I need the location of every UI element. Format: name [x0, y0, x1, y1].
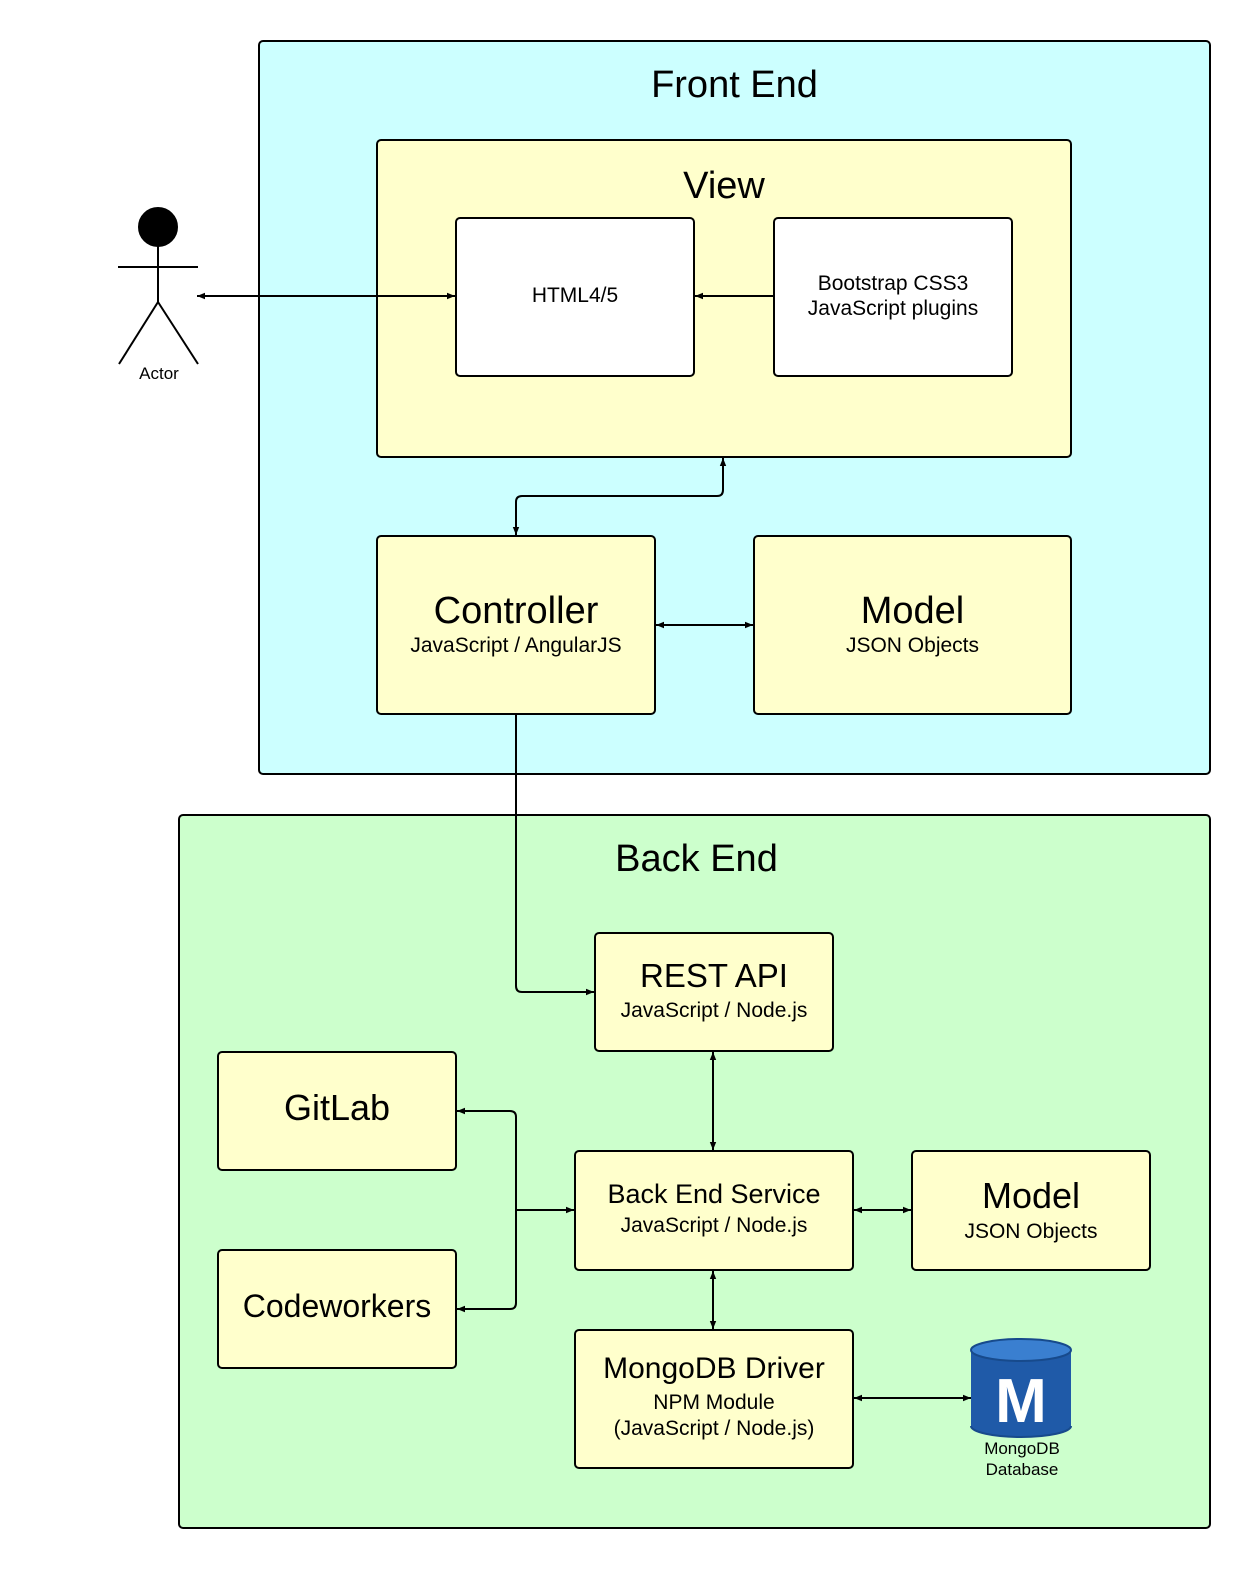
- back-end-title: Back End: [615, 838, 778, 880]
- mongodb-m-letter: M: [995, 1367, 1047, 1436]
- service-subtitle: JavaScript / Node.js: [620, 1214, 808, 1237]
- view-title: View: [683, 165, 765, 207]
- service-gitlab-arrow: [457, 1107, 574, 1211]
- back-model-box: Model JSON Objects: [911, 1150, 1151, 1271]
- gitlab-title: GitLab: [283, 1087, 391, 1128]
- bootstrap-line1: Bootstrap CSS3: [817, 272, 969, 295]
- rest-api-subtitle: JavaScript / Node.js: [620, 999, 808, 1022]
- back-model-title: Model: [981, 1175, 1081, 1216]
- rest-api-box: REST API JavaScript / Node.js: [594, 932, 834, 1052]
- back-end-service-box: Back End Service JavaScript / Node.js: [574, 1150, 854, 1271]
- driver-line2: NPM Module: [653, 1391, 775, 1414]
- gitlab-box: GitLab: [217, 1051, 457, 1171]
- driver-line3: (JavaScript / Node.js): [613, 1417, 815, 1440]
- driver-title: MongoDB Driver: [603, 1352, 825, 1385]
- codeworkers-box: Codeworkers: [217, 1249, 457, 1369]
- front-model-subtitle: JSON Objects: [845, 634, 980, 657]
- service-title: Back End Service: [607, 1179, 821, 1209]
- bootstrap-line2: JavaScript plugins: [807, 297, 979, 320]
- rest-api-title: REST API: [640, 957, 788, 994]
- html-label: HTML4/5: [531, 284, 619, 307]
- actor-figure: [118, 207, 199, 365]
- codeworkers-title: Codeworkers: [242, 1288, 432, 1324]
- mongodb-database-icon: M: [970, 1338, 1072, 1438]
- front-end-title: Front End: [651, 64, 818, 106]
- back-model-subtitle: JSON Objects: [964, 1220, 1098, 1243]
- db-label-line1: MongoDB: [984, 1439, 1060, 1458]
- bootstrap-box: Bootstrap CSS3 JavaScript plugins: [773, 217, 1013, 377]
- controller-box: Controller JavaScript / AngularJS: [376, 535, 656, 715]
- view-controller-arrow: [512, 458, 727, 535]
- db-label-line2: Database: [985, 1460, 1059, 1480]
- front-model-title: Model: [860, 590, 965, 632]
- controller-rest-arrow: [515, 715, 594, 996]
- controller-title: Controller: [433, 590, 599, 632]
- service-codeworkers-arrow: [457, 1210, 517, 1313]
- mongodb-database-label: MongoDB Database: [962, 1438, 1082, 1481]
- controller-subtitle: JavaScript / AngularJS: [410, 634, 622, 657]
- mongodb-driver-box: MongoDB Driver NPM Module (JavaScript / …: [574, 1329, 854, 1469]
- front-model-box: Model JSON Objects: [753, 535, 1072, 715]
- actor-label: Actor: [139, 364, 179, 383]
- html-box: HTML4/5: [455, 217, 695, 377]
